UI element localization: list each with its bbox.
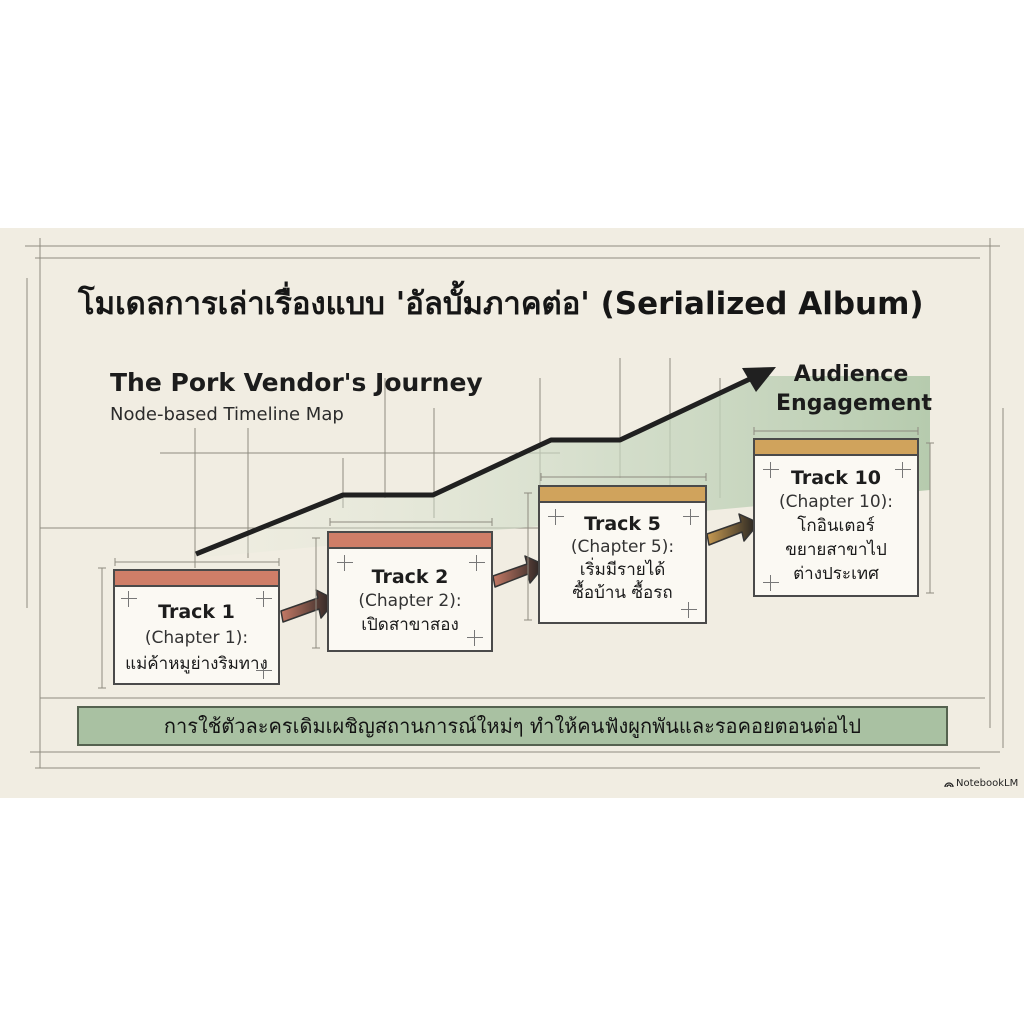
track-card-10-desc-line3: ต่างประเทศ [793, 564, 879, 584]
track-card-2-chapter: (Chapter 2): [358, 591, 462, 611]
track-card-10-title: Track 10 [790, 467, 882, 489]
track-card-1-desc: แม่ค้าหมูย่างริมทาง [125, 654, 268, 674]
track-card-10-desc-line2: ขยายสาขาไป [785, 540, 887, 560]
connector-arrow-3 [706, 513, 760, 546]
summary-banner-text: การใช้ตัวละครเดิมเผชิญสถานการณ์ใหม่ๆ ทำใ… [163, 714, 862, 738]
crosshair-icon [548, 509, 564, 525]
crosshair-icon [256, 591, 272, 607]
track-card-10: Track 10 (Chapter 10): โกอินเตอร์ ขยายสา… [753, 438, 919, 597]
track-card-2-title: Track 2 [371, 566, 449, 588]
track-card-1-title: Track 1 [158, 601, 235, 623]
track-card-5-desc-line1: เริ่มมีรายได้ [579, 560, 666, 580]
track-card-10-bar [755, 440, 917, 456]
notebooklm-icon [944, 782, 954, 787]
crosshair-icon [256, 663, 272, 679]
crosshair-icon [337, 555, 353, 571]
summary-banner: การใช้ตัวละครเดิมเผชิญสถานการณ์ใหม่ๆ ทำใ… [77, 706, 948, 746]
brand-watermark: NotebookLM [944, 778, 1018, 789]
track-card-2-desc: เปิดสาขาสอง [361, 615, 459, 635]
connector-arrow-2 [492, 555, 546, 588]
dimension-guides [98, 427, 934, 689]
track-card-5: Track 5 (Chapter 5): เริ่มมีรายได้ ซื้อบ… [538, 485, 707, 624]
track-card-10-desc-line1: โกอินเตอร์ [797, 516, 875, 536]
subtitle-sub: Node-based Timeline Map [110, 404, 344, 425]
trend-arrowhead [742, 367, 776, 392]
track-card-5-desc-line2: ซื้อบ้าน ซื้อรถ [572, 583, 673, 603]
track-card-1: Track 1 (Chapter 1): แม่ค้าหมูย่างริมทาง [113, 569, 280, 685]
engagement-trend-line [195, 375, 754, 557]
crosshair-icon [467, 630, 483, 646]
track-card-5-title: Track 5 [584, 513, 661, 535]
slide-title: โมเดลการเล่าเรื่องแบบ 'อัลบั้มภาคต่อ' (S… [78, 286, 924, 322]
engagement-area [196, 376, 930, 558]
crosshair-icon [681, 602, 697, 618]
brand-label: NotebookLM [956, 778, 1019, 789]
crosshair-icon [121, 591, 137, 607]
subtitle-main: The Pork Vendor's Journey [110, 368, 483, 397]
track-card-1-chapter: (Chapter 1): [144, 628, 249, 648]
track-card-5-bar [540, 487, 705, 503]
track-card-10-chapter: (Chapter 10): [779, 492, 893, 512]
crosshair-icon [763, 575, 779, 591]
blueprint-background [25, 238, 1004, 769]
crosshair-icon [895, 462, 911, 478]
track-card-2: Track 2 (Chapter 2): เปิดสาขาสอง [327, 531, 493, 652]
track-card-5-chapter: (Chapter 5): [570, 537, 675, 557]
crosshair-icon [469, 555, 485, 571]
track-card-2-bar [329, 533, 491, 549]
audience-engagement-label: Audience Engagement [776, 362, 932, 416]
crosshair-icon [683, 509, 699, 525]
track-card-1-bar [115, 571, 278, 587]
slide: โมเดลการเล่าเรื่องแบบ 'อัลบั้มภาคต่อ' (S… [0, 228, 1024, 798]
crosshair-icon [763, 462, 779, 478]
